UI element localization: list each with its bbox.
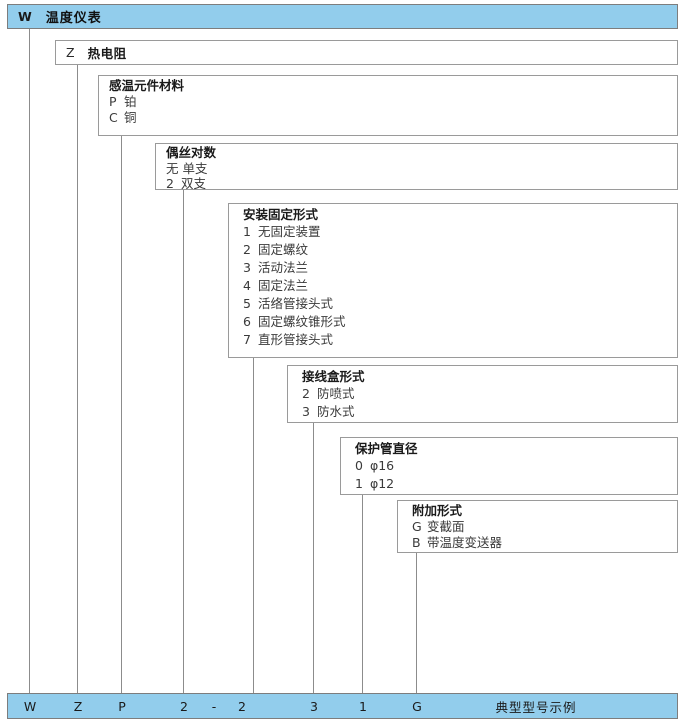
level-instrument-type: Z 热电阻 — [55, 40, 678, 65]
connector-line-additional — [416, 553, 417, 693]
protection-tube-diameter-title: 保护管直径 — [355, 441, 418, 456]
option-row: 6 固定螺纹锥形式 — [243, 313, 677, 331]
option-row: 2 防喷式 — [302, 385, 677, 403]
instrument-type-label: 热电阻 — [87, 46, 127, 61]
summary-cell: Z — [73, 698, 83, 714]
option-code: 2 — [302, 386, 310, 401]
option-code: 2 — [243, 242, 251, 257]
summary-cell: 1 — [359, 698, 367, 714]
option-label: 固定法兰 — [257, 278, 308, 293]
option-row: 0 φ16 — [355, 457, 677, 475]
connector-line-w — [29, 28, 30, 693]
summary-note: 典型型号示例 — [495, 699, 577, 715]
option-code: 3 — [243, 260, 251, 275]
option-label: 固定螺纹锥形式 — [257, 314, 346, 329]
option-label: 防水式 — [316, 404, 355, 419]
option-label: 活络管接头式 — [257, 296, 333, 311]
option-row: 3 防水式 — [302, 403, 677, 421]
option-row: P 铂 — [109, 94, 677, 110]
option-label: 活动法兰 — [257, 260, 308, 275]
option-code: P — [109, 94, 117, 109]
instrument-type-code: Z — [66, 45, 75, 60]
banner-code: W — [18, 9, 32, 24]
option-code: 4 — [243, 278, 251, 293]
option-label: φ16 — [369, 458, 395, 473]
option-row: 3 活动法兰 — [243, 259, 677, 277]
junction-box-type-title: 接线盒形式 — [302, 369, 365, 384]
connector-line-junction — [313, 423, 314, 693]
option-row: C 铜 — [109, 110, 677, 126]
option-code: 6 — [243, 314, 251, 329]
option-code: B — [412, 535, 421, 550]
option-row: 2 固定螺纹 — [243, 241, 677, 259]
option-code: 无 — [166, 161, 179, 176]
level-mounting-fixing-type: 安装固定形式 1 无固定装置 2 固定螺纹 3 活动法兰 4 固定法兰 5 活络… — [228, 203, 678, 358]
option-label: 固定螺纹 — [257, 242, 308, 257]
sensing-element-material-title: 感温元件材料 — [109, 78, 185, 93]
banner-label: 温度仪表 — [45, 11, 102, 26]
connector-line-pair — [183, 190, 184, 693]
option-label: 防喷式 — [316, 386, 355, 401]
connector-line-z — [77, 65, 78, 693]
option-row: 2 双支 — [166, 176, 677, 191]
summary-cell: 2 — [180, 698, 188, 714]
option-row: G 变截面 — [412, 519, 677, 535]
option-label: 无固定装置 — [257, 224, 321, 239]
level-instrument-banner: W 温度仪表 — [7, 4, 678, 29]
option-row: 1 无固定装置 — [243, 223, 677, 241]
option-label: 直形管接头式 — [257, 332, 333, 347]
summary-example-bar: W Z P 2 - 2 3 1 G 典型型号示例 — [7, 693, 678, 719]
summary-cell: W — [23, 698, 37, 714]
level-junction-box-type: 接线盒形式 2 防喷式 3 防水式 — [287, 365, 678, 423]
connector-line-p — [121, 136, 122, 693]
option-label: 铂 — [123, 94, 137, 109]
level-protection-tube-diameter: 保护管直径 0 φ16 1 φ12 — [340, 437, 678, 495]
option-row: 4 固定法兰 — [243, 277, 677, 295]
option-label: 变截面 — [426, 519, 465, 534]
option-label: 单支 — [182, 161, 208, 176]
option-code: 7 — [243, 332, 251, 347]
level-additional-type: 附加形式 G 变截面 B 带温度变送器 — [397, 500, 678, 553]
level-wire-pair-count: 偶丝对数 无 单支 2 双支 — [155, 143, 678, 191]
option-label: 双支 — [180, 176, 206, 191]
summary-cell: 2 — [238, 698, 246, 714]
option-code: G — [412, 519, 422, 534]
option-code: 5 — [243, 296, 251, 311]
additional-type-title: 附加形式 — [412, 503, 463, 518]
option-code: 3 — [302, 404, 310, 419]
option-row: B 带温度变送器 — [412, 535, 677, 551]
summary-cell: P — [118, 698, 126, 714]
option-row: 1 φ12 — [355, 475, 677, 493]
level-sensing-element-material: 感温元件材料 P 铂 C 铜 — [98, 75, 678, 136]
option-row: 5 活络管接头式 — [243, 295, 677, 313]
option-code: C — [109, 110, 118, 125]
option-row: 无 单支 — [166, 161, 677, 176]
connector-line-mount — [253, 358, 254, 693]
mounting-fixing-type-title: 安装固定形式 — [243, 207, 319, 222]
option-code: 0 — [355, 458, 363, 473]
summary-cell: G — [412, 698, 422, 714]
option-row: 7 直形管接头式 — [243, 331, 677, 349]
wire-pair-count-title: 偶丝对数 — [166, 145, 217, 160]
option-code: 1 — [355, 476, 363, 491]
option-label: 带温度变送器 — [426, 535, 502, 550]
summary-cell: 3 — [310, 698, 318, 714]
summary-separator: - — [211, 698, 217, 714]
option-label: φ12 — [369, 476, 395, 491]
option-code: 1 — [243, 224, 251, 239]
option-code: 2 — [166, 176, 174, 191]
option-label: 铜 — [123, 110, 137, 125]
connector-line-tube — [362, 495, 363, 693]
